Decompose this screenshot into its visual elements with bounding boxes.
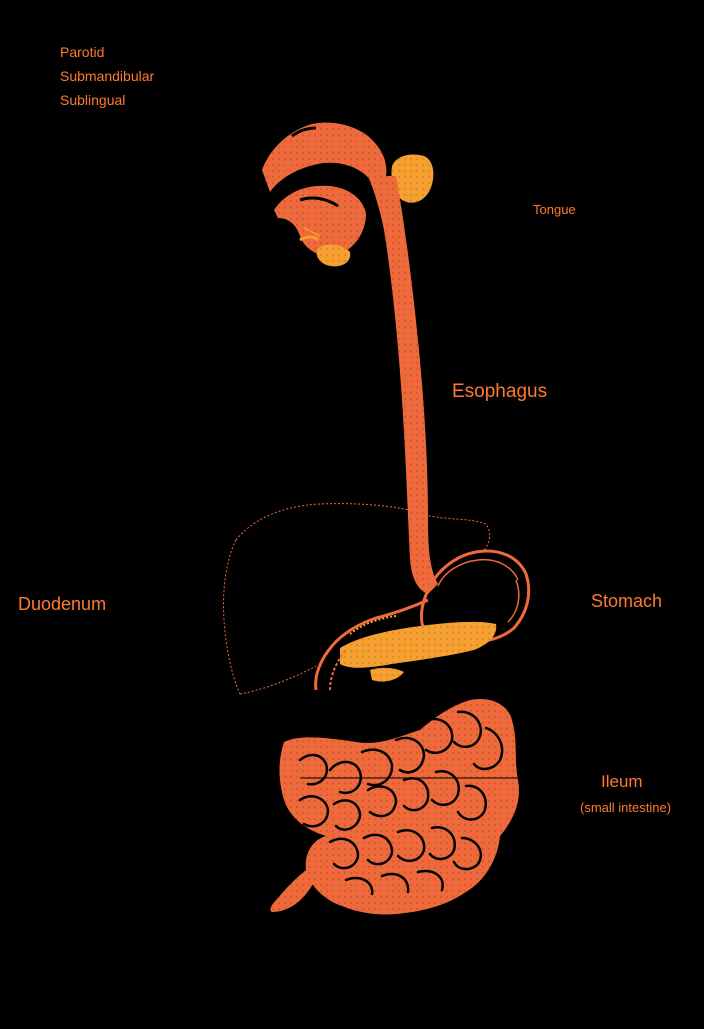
- tongue-label: Tongue: [533, 202, 576, 217]
- esophagus: [368, 176, 438, 594]
- small-intestine-label: (small intestine): [580, 800, 672, 815]
- submandibular-label: Submandibular: [60, 68, 155, 84]
- oral-cavity: [262, 122, 387, 257]
- esophagus-label: Esophagus: [452, 381, 548, 402]
- pancreas: [340, 621, 497, 682]
- duodenum-label: Duodenum: [18, 594, 107, 614]
- ileum-label: Ileum: [601, 772, 643, 791]
- sublingual-label: Sublingual: [60, 92, 126, 108]
- parotid-label: Parotid: [60, 44, 105, 60]
- liver-outline: [223, 503, 491, 695]
- small-intestine: [270, 698, 520, 915]
- salivary-glands-labels: Parotid Submandibular Sublingual: [60, 40, 154, 112]
- stomach-label: Stomach: [591, 591, 663, 611]
- duodenum: [314, 598, 429, 691]
